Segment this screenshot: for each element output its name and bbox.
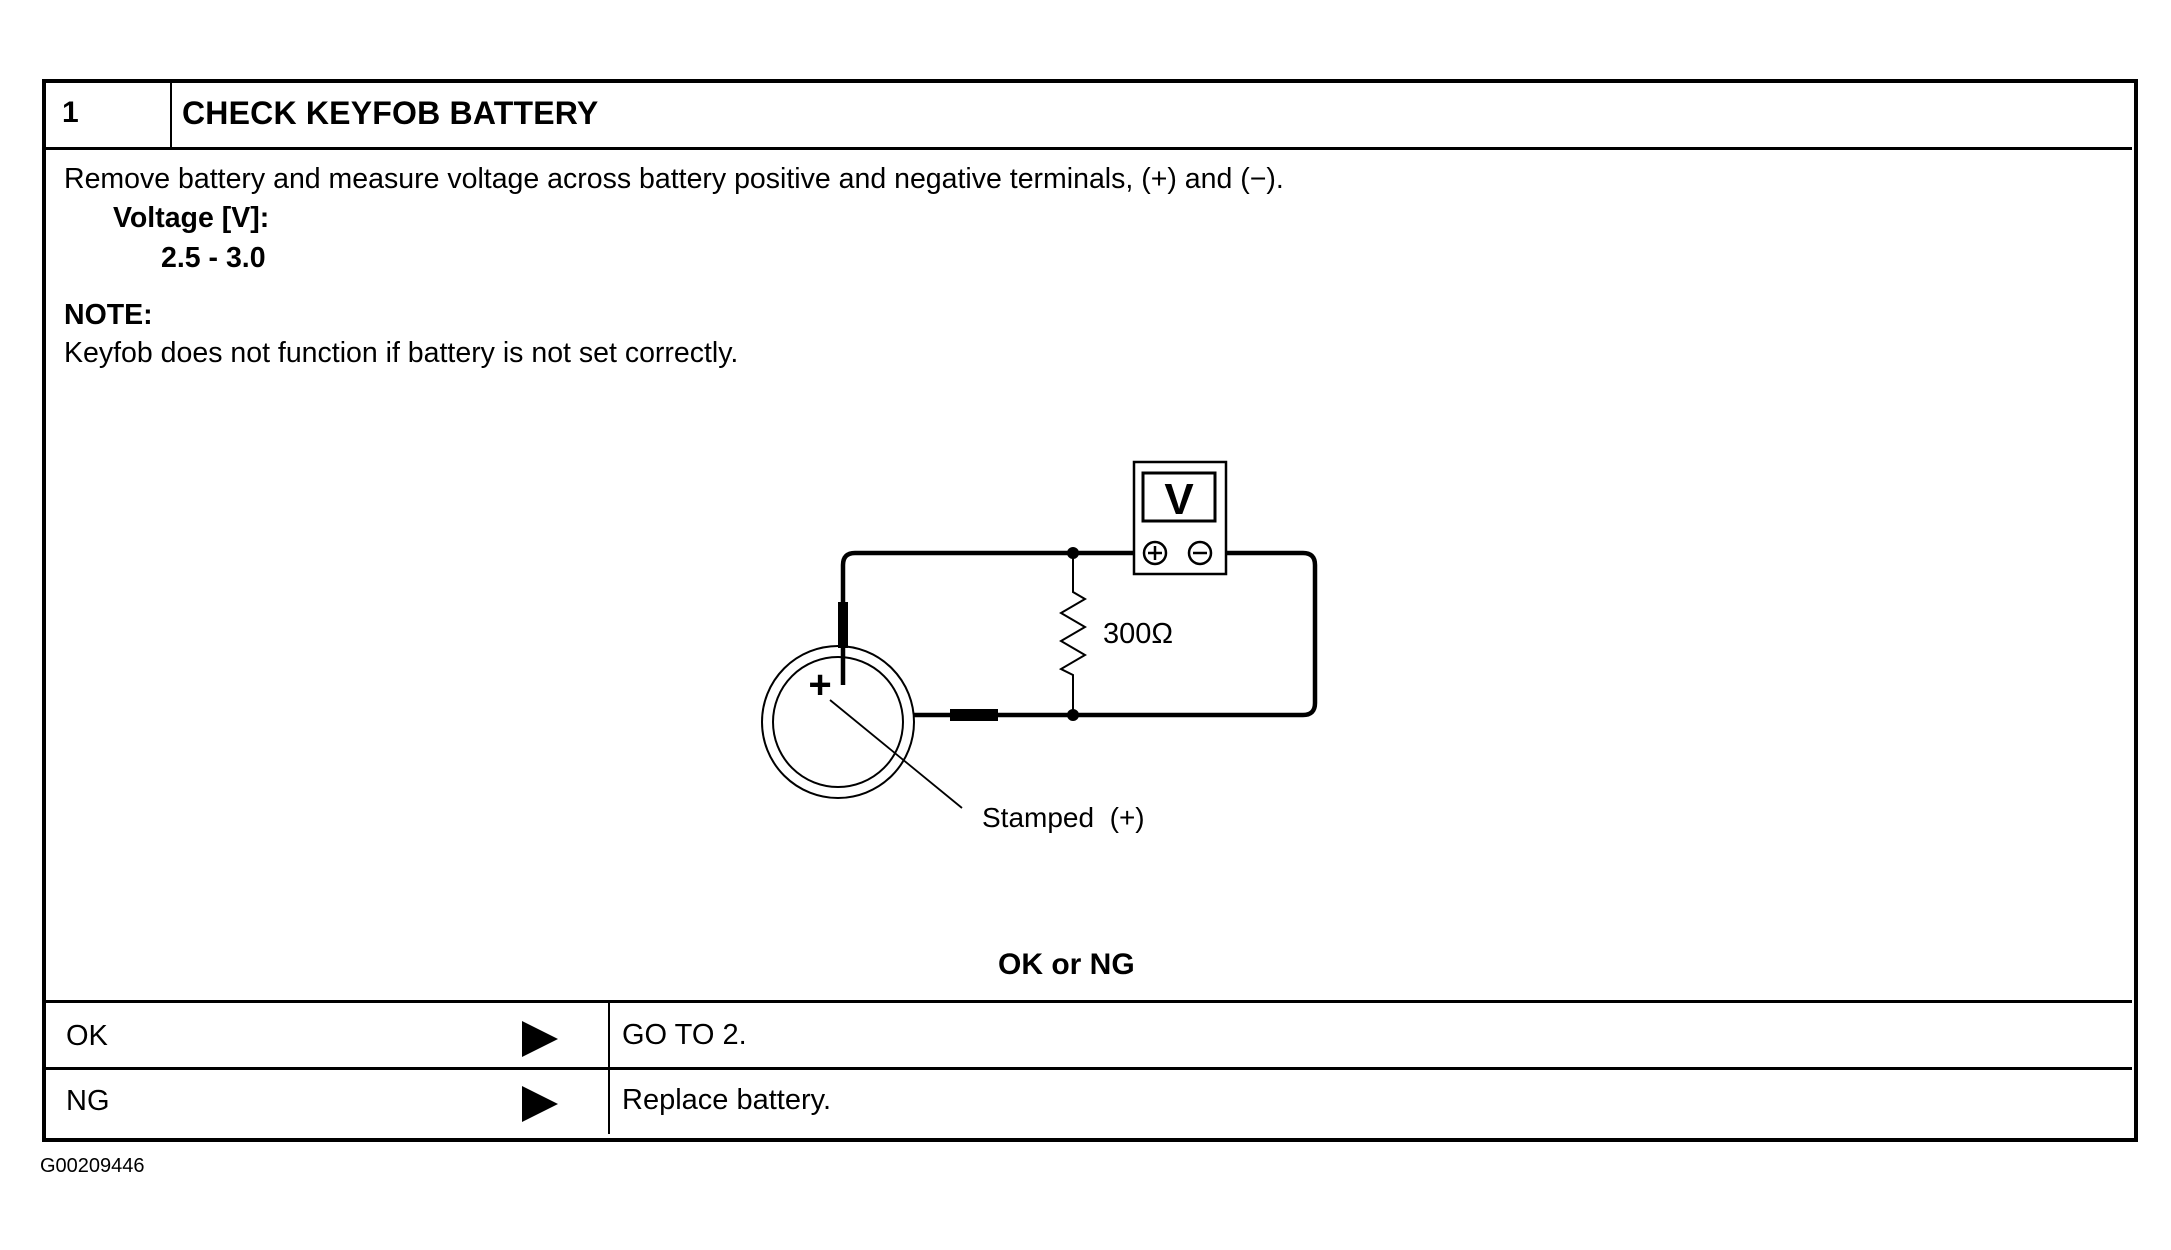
result-column-divider	[608, 1002, 610, 1134]
procedure-frame	[42, 79, 2138, 1142]
step-number-divider	[170, 81, 172, 148]
figure-id: G00209446	[40, 1155, 145, 1177]
header-divider	[44, 147, 2132, 150]
result-table-top	[44, 1000, 2132, 1003]
test-probe-icon	[838, 602, 848, 648]
voltmeter-icon	[1132, 460, 1228, 576]
callout-label: Stamped (+)	[982, 802, 1145, 833]
note-text: Keyfob does not function if battery is n…	[64, 337, 739, 369]
spec-label: Voltage [V]:	[113, 202, 270, 234]
junction-dot	[1067, 547, 1079, 559]
step-number: 1	[62, 96, 79, 129]
junction-dot	[1067, 709, 1079, 721]
spec-value: 2.5 - 3.0	[161, 242, 266, 274]
resistor-icon	[1058, 553, 1087, 715]
coin-battery-icon	[761, 645, 915, 799]
test-probe-icon	[950, 709, 998, 721]
callout-leader-line	[829, 699, 963, 809]
voltmeter-label: V	[1164, 475, 1194, 524]
battery-polarity-mark: +	[808, 663, 831, 707]
result-action: Replace battery.	[622, 1084, 832, 1116]
arrow-right-icon	[522, 1021, 558, 1057]
instruction-text: Remove battery and measure voltage acros…	[64, 163, 1284, 195]
result-action: GO TO 2.	[622, 1019, 747, 1051]
step-title: CHECK KEYFOB BATTERY	[182, 95, 599, 131]
note-label: NOTE:	[64, 299, 153, 331]
arrow-right-icon	[522, 1086, 558, 1122]
result-label: NG	[66, 1085, 110, 1117]
positive-wire	[840, 550, 1144, 685]
negative-wire	[914, 550, 1318, 718]
result-row-divider	[44, 1067, 2132, 1070]
result-label: OK	[66, 1020, 108, 1052]
result-heading: OK or NG	[998, 948, 1135, 981]
resistor-value: 300Ω	[1103, 618, 1173, 650]
